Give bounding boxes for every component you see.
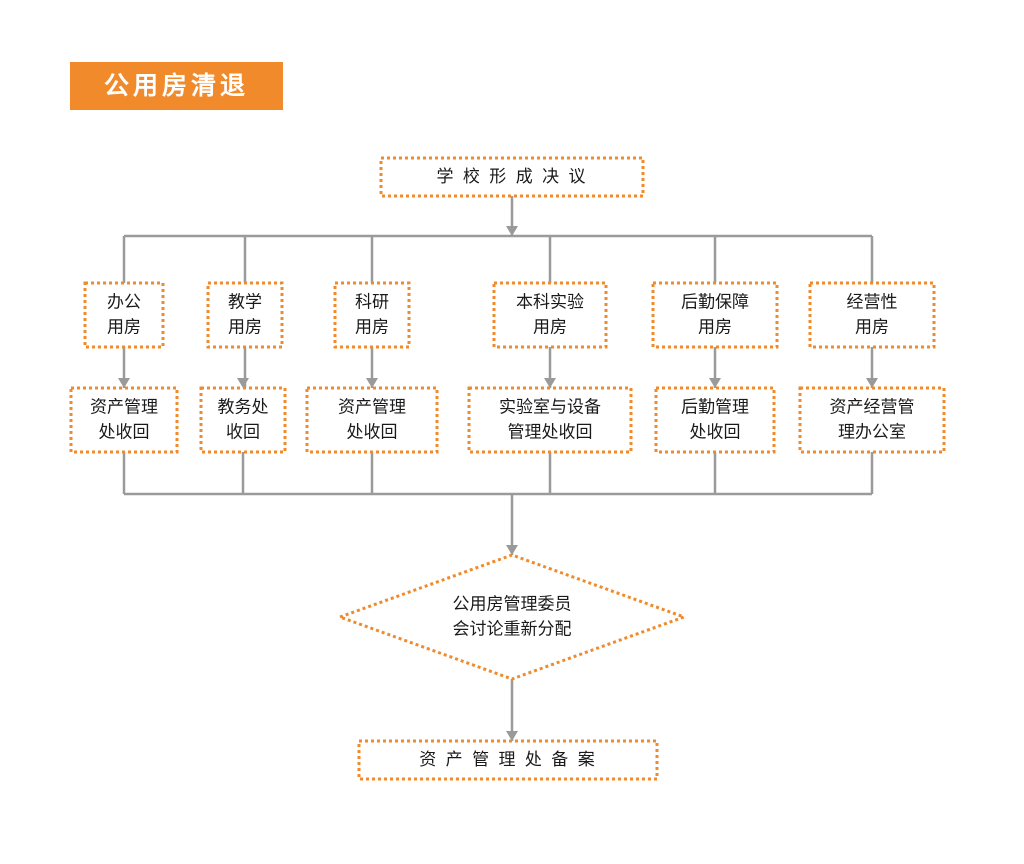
arrow-office-3 <box>366 378 378 388</box>
category-1-box <box>83 281 165 349</box>
category-6-text: 经营性 <box>847 293 898 313</box>
category-5-box <box>651 281 779 349</box>
category-6-text: 用房 <box>855 318 889 338</box>
office-5-box <box>654 386 776 454</box>
committee-decision-diamond <box>335 553 689 681</box>
arrow-office-6 <box>866 378 878 388</box>
arrow-office-4 <box>544 378 556 388</box>
office-6-text: 资产经营管 <box>830 398 915 418</box>
connectors <box>118 196 878 741</box>
category-6-box <box>808 281 936 349</box>
office-6-text: 理办公室 <box>838 423 906 443</box>
office-1-box <box>69 386 179 454</box>
arrow-office-1 <box>118 378 130 388</box>
asset-filing-box <box>357 739 659 781</box>
arrow-office-2 <box>237 378 249 388</box>
office-1-text: 处收回 <box>99 423 150 443</box>
arrow-office-5 <box>709 378 721 388</box>
committee-decision-text: 会讨论重新分配 <box>453 620 572 640</box>
category-3-text: 科研 <box>355 293 389 313</box>
category-5-text: 后勤保障 <box>681 293 749 313</box>
category-2-box <box>206 281 284 349</box>
office-2-text: 收回 <box>226 423 260 443</box>
page-title: 公用房清退 <box>70 62 283 110</box>
asset-filing-text: 资 产 管 理 处 备 案 <box>419 750 596 770</box>
category-1-text: 办公 <box>107 293 141 313</box>
office-5-text: 处收回 <box>690 423 741 443</box>
office-4-text: 管理处收回 <box>508 423 593 443</box>
office-1-text: 资产管理 <box>90 398 158 418</box>
category-3-text: 用房 <box>355 318 389 338</box>
office-3-box <box>305 386 439 454</box>
office-3-text: 处收回 <box>347 423 398 443</box>
category-2-text: 教学 <box>228 293 262 313</box>
committee-decision-text: 公用房管理委员 <box>453 595 572 615</box>
category-5-text: 用房 <box>698 318 732 338</box>
office-2-text: 教务处 <box>218 398 269 418</box>
category-4-text: 用房 <box>533 318 567 338</box>
category-1-text: 用房 <box>107 318 141 338</box>
category-2-text: 用房 <box>228 318 262 338</box>
office-2-box <box>199 386 287 454</box>
arrow-decision <box>506 545 518 555</box>
office-4-text: 实验室与设备 <box>499 398 601 418</box>
category-4-text: 本科实验 <box>516 293 584 313</box>
category-4-box <box>492 281 608 349</box>
arrow-top <box>506 226 518 236</box>
office-3-text: 资产管理 <box>338 398 406 418</box>
office-4-box <box>467 386 633 454</box>
office-6-box <box>798 386 946 454</box>
school-resolution-box <box>379 156 645 198</box>
arrow-bottom <box>506 731 518 741</box>
school-resolution-text: 学 校 形 成 决 议 <box>436 167 587 187</box>
category-3-box <box>333 281 411 349</box>
office-5-text: 后勤管理 <box>681 398 749 418</box>
